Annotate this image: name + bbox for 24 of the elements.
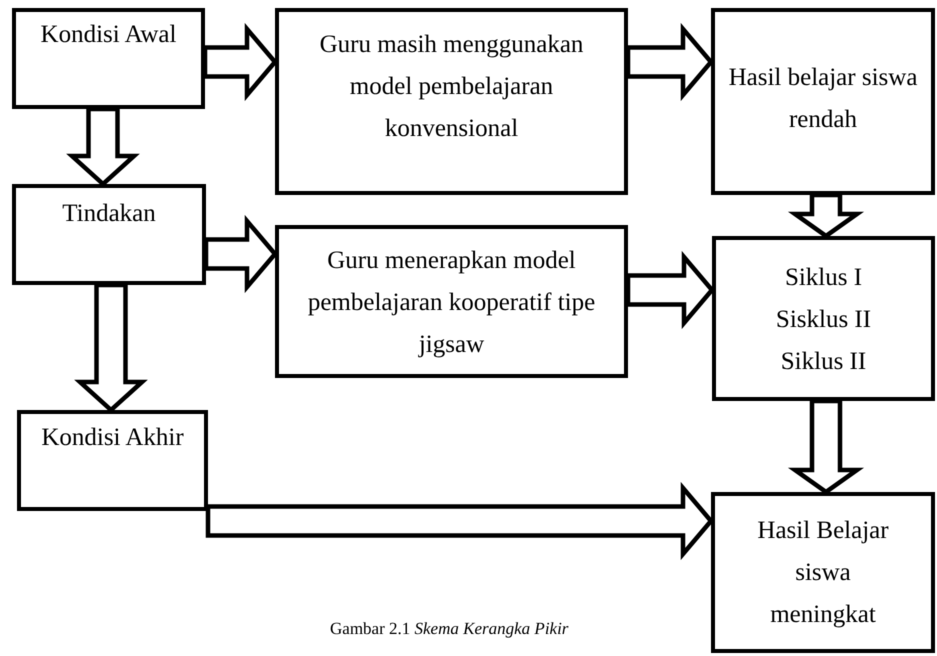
process-box [12,184,206,285]
box-text: Guru masih menggunakan model pembelajaran konvensional [318,30,584,144]
process-box [275,225,628,378]
box-text: Hasil Belajar siswa meningkat [756,516,890,630]
box-text: Kondisi Awal [40,20,176,50]
process-box [12,8,205,109]
process-box [17,410,208,511]
box-text: Guru menerapkan model pembelajaran kooperatif tipe jigsaw [306,246,596,360]
process-box [275,8,628,195]
block-arrow [626,250,715,330]
box-text: Siklus I Sisklus II Siklus II [774,263,872,377]
figure-caption: Gambar 2.1 Skema Kerangka Pikir [330,619,568,639]
box-text: Kondisi Akhir [41,423,184,453]
box-text: Hasil belajar siswa rendah [728,63,918,135]
block-arrow [626,22,714,102]
block-arrow [788,398,864,495]
process-box [711,8,935,195]
box-text: Tindakan [62,199,156,229]
process-box [712,236,935,401]
block-arrow [206,482,714,560]
block-arrow [202,22,278,102]
block-arrow [788,192,864,239]
block-arrow [204,214,278,294]
process-box [711,492,935,653]
